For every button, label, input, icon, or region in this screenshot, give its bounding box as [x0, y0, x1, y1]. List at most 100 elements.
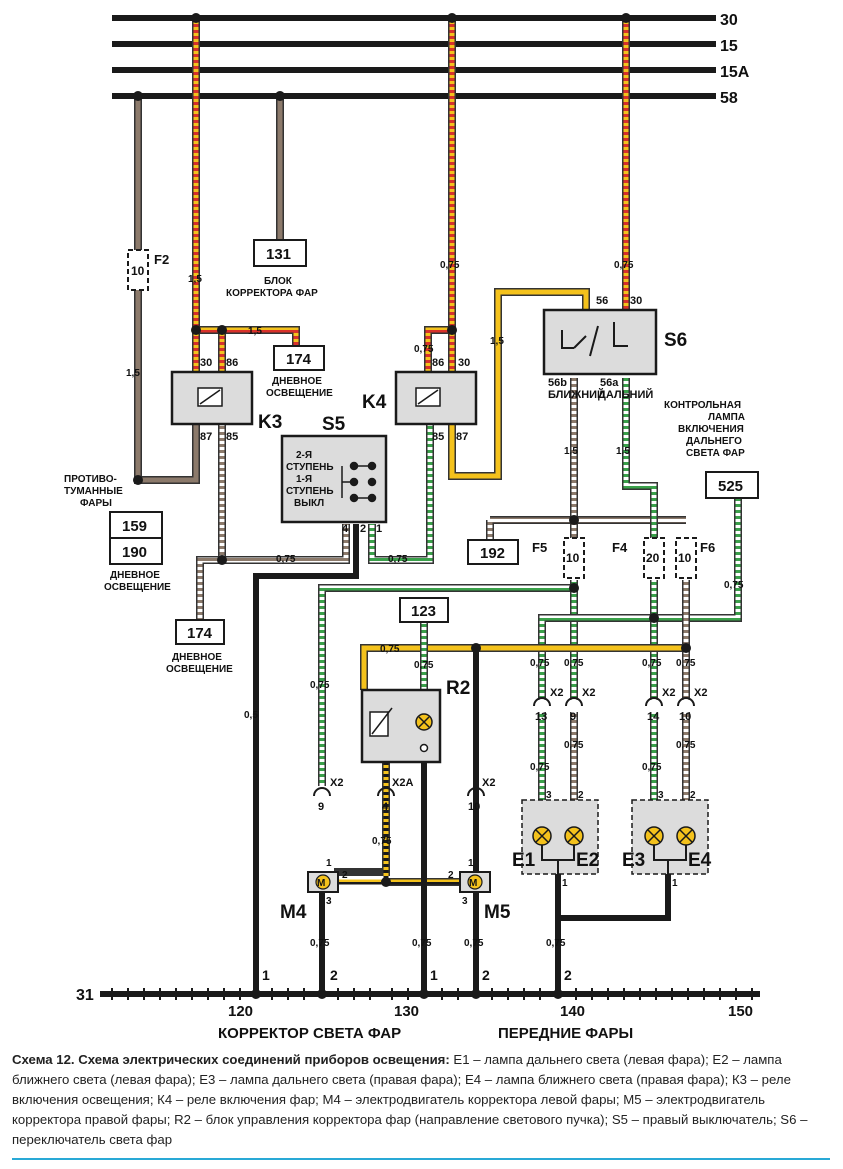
- wire-s6-56b: [486, 378, 686, 540]
- ground-pin: 1: [430, 967, 438, 983]
- svg-text:ВЫКЛ: ВЫКЛ: [294, 498, 324, 509]
- svg-text:86: 86: [432, 357, 444, 369]
- svg-text:1,5: 1,5: [126, 368, 140, 379]
- connector-pin: 13: [535, 711, 547, 723]
- ground-tick-130: 130: [394, 1003, 419, 1020]
- svg-text:174: 174: [286, 351, 312, 368]
- control-unit-r2: R2: [360, 678, 470, 764]
- svg-text:0,75: 0,75: [546, 938, 566, 949]
- headlight-left: 3 2 1 E1 E2: [512, 790, 599, 889]
- bus-label-15: 15: [720, 38, 738, 55]
- svg-text:0,75: 0,75: [464, 938, 484, 949]
- connector-name: X2: [330, 777, 343, 789]
- junction-dots: [133, 13, 691, 999]
- svg-text:131: 131: [266, 246, 291, 263]
- svg-text:0,75: 0,75: [414, 660, 434, 671]
- svg-text:56a: 56a: [600, 377, 619, 389]
- svg-text:0,75: 0,75: [614, 260, 634, 271]
- caption-title: Схема 12. Схема электрических соединений…: [12, 1052, 450, 1067]
- lamp-e1-label: E1: [512, 850, 536, 871]
- control-unit-r2-label: R2: [446, 678, 470, 699]
- svg-text:174: 174: [187, 625, 213, 642]
- wire-r2-feed: [360, 644, 686, 690]
- svg-text:0,75: 0,75: [388, 554, 408, 565]
- svg-text:1,5: 1,5: [616, 446, 630, 457]
- connector-pin: 4: [382, 801, 389, 813]
- svg-text:СВЕТА ФАР: СВЕТА ФАР: [686, 448, 745, 459]
- text-labels: БЛОК КОРРЕКТОРА ФАР ДНЕВНОЕ ОСВЕЩЕНИЕ ДН…: [64, 276, 745, 675]
- wire-k4-feed: [424, 18, 456, 372]
- svg-text:ОСВЕЩЕНИЕ: ОСВЕЩЕНИЕ: [266, 388, 333, 399]
- ref-box-159: [109, 511, 163, 539]
- connector-pin: 10: [679, 711, 691, 723]
- svg-text:ОСВЕЩЕНИЕ: ОСВЕЩЕНИЕ: [104, 582, 171, 593]
- svg-text:КОНТРОЛЬНАЯ: КОНТРОЛЬНАЯ: [664, 400, 741, 411]
- ground-pin: 2: [564, 967, 572, 983]
- connector-labels: X2 9 X2A 4 X2 10 X2 13 X2 9 X2 14 X2 10: [318, 687, 707, 813]
- bus-label-30: 30: [720, 12, 738, 29]
- svg-text:0,75: 0,75: [642, 658, 662, 669]
- switch-s6: 56 30 56b 56a БЛИЖНИЙ ДАЛЬНИЙ S6: [542, 295, 687, 401]
- svg-text:БЛОК: БЛОК: [264, 276, 293, 287]
- fuse-f4: 20 F4: [612, 537, 665, 579]
- fuse-f5: 10 F5: [532, 537, 585, 579]
- svg-text:0,75: 0,75: [412, 938, 432, 949]
- relay-k3-label: K3: [258, 412, 282, 433]
- svg-text:10: 10: [678, 551, 692, 565]
- ground-pin: 1: [262, 967, 270, 983]
- svg-text:F6: F6: [700, 540, 715, 555]
- wire-f4-out: [538, 580, 658, 700]
- svg-text:ДНЕВНОЕ: ДНЕВНОЕ: [110, 570, 160, 581]
- section-corrector-label: КОРРЕКТОР СВЕТА ФАР: [218, 1025, 401, 1042]
- svg-text:1: 1: [376, 523, 382, 535]
- section-headlights-label: ПЕРЕДНИЕ ФАРЫ: [498, 1025, 633, 1042]
- svg-text:F4: F4: [612, 540, 628, 555]
- svg-text:3: 3: [546, 790, 552, 801]
- svg-text:4: 4: [342, 523, 349, 535]
- svg-text:ФАРЫ: ФАРЫ: [80, 498, 112, 509]
- svg-text:1,5: 1,5: [490, 336, 504, 347]
- svg-text:30: 30: [630, 295, 642, 307]
- svg-text:ТУМАННЫЕ: ТУМАННЫЕ: [64, 486, 123, 497]
- wire-k3-feed: [192, 18, 300, 372]
- wire-headlights: [538, 712, 690, 800]
- connector-name: X2A: [392, 777, 413, 789]
- svg-text:0,75: 0,75: [564, 658, 584, 669]
- motor-m5: M 1 2 3 M5: [448, 858, 511, 923]
- lamp-e2-label: E2: [576, 850, 599, 871]
- svg-text:0,75: 0,75: [372, 836, 392, 847]
- svg-text:ПРОТИВО-: ПРОТИВО-: [64, 474, 117, 485]
- wire-s5-ground: [253, 524, 359, 994]
- svg-text:ВКЛЮЧЕНИЯ: ВКЛЮЧЕНИЯ: [678, 424, 744, 435]
- connector-pin: 14: [647, 711, 660, 723]
- svg-text:0,75: 0,75: [310, 938, 330, 949]
- svg-text:159: 159: [122, 518, 147, 535]
- svg-text:1,5: 1,5: [564, 446, 578, 457]
- switch-s6-label: S6: [664, 330, 687, 351]
- svg-text:БЛИЖНИЙ: БЛИЖНИЙ: [548, 388, 605, 401]
- wires: [134, 18, 742, 994]
- svg-text:525: 525: [718, 478, 743, 495]
- svg-text:0,75: 0,75: [530, 658, 550, 669]
- svg-text:10: 10: [566, 551, 580, 565]
- wiring-diagram: 30 15 15A 58: [64, 12, 760, 1042]
- ground-label: 31: [76, 987, 94, 1004]
- wire-sections: 1,5 1,5 1,5 1,5 0,75 0,75 0,75 1,5 1,5 0…: [126, 260, 744, 949]
- caption-body: Е1 – лампа дальнего света (левая фара); …: [12, 1052, 808, 1147]
- svg-text:ДАЛЬНИЙ: ДАЛЬНИЙ: [598, 388, 653, 401]
- svg-text:3: 3: [462, 896, 468, 907]
- svg-text:2: 2: [690, 790, 696, 801]
- svg-text:3: 3: [658, 790, 664, 801]
- fuse-f6: 10 F6: [675, 537, 715, 579]
- svg-text:2: 2: [578, 790, 584, 801]
- ref-box-192: [467, 539, 519, 565]
- svg-text:ДНЕВНОЕ: ДНЕВНОЕ: [172, 652, 222, 663]
- svg-text:1,5: 1,5: [188, 274, 202, 285]
- svg-text:0,75: 0,75: [310, 680, 330, 691]
- reference-boxes: 131 174 174 159 190 192 123 525: [109, 239, 759, 645]
- svg-text:ЛАМПА: ЛАМПА: [708, 412, 745, 423]
- bottom-rule: [12, 1158, 830, 1160]
- connector-name: X2: [582, 687, 595, 699]
- svg-text:192: 192: [480, 545, 505, 562]
- svg-text:0,75: 0,75: [440, 260, 460, 271]
